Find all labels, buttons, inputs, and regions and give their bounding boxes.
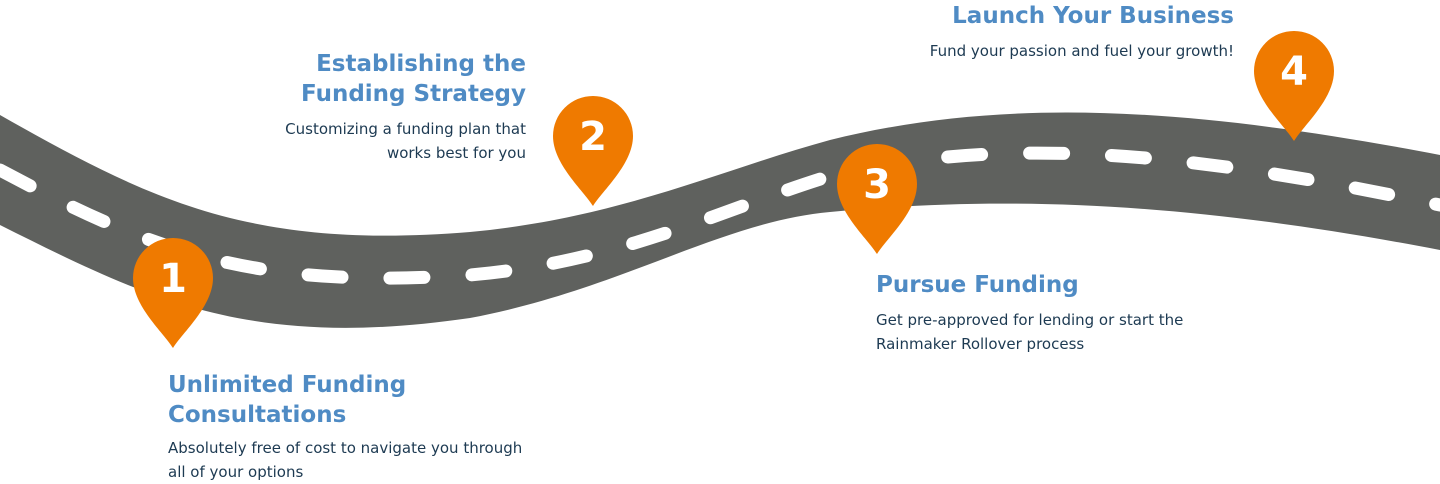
pin-1-number: 1 [159,256,187,302]
pin-2-number: 2 [579,114,607,160]
map-pin-icon [837,144,917,254]
map-pin-icon [133,238,213,348]
step-2-title: Establishing the Funding Strategy [301,51,526,107]
step-4-description: Fund your passion and fuel your growth! [929,42,1234,60]
step-3-description: Get pre-approved for lending or start th… [876,311,1184,353]
pin-1: 1 [133,238,213,348]
road-center-line [0,146,1440,285]
pin-4: 4 [1254,31,1334,141]
step-3-title: Pursue Funding [876,272,1079,298]
pin-3: 3 [837,144,917,254]
map-pin-icon [553,96,633,206]
step-1-title: Unlimited Funding Consultations [168,372,407,428]
step-2-description: Customizing a funding plan that works be… [285,120,526,162]
pin-2: 2 [553,96,633,206]
pin-3-number: 3 [863,162,891,208]
step-2: Establishing the Funding Strategy Custom… [186,49,526,165]
step-3: Pursue Funding Get pre-approved for lend… [876,270,1296,356]
step-1: Unlimited Funding Consultations Absolute… [168,370,588,484]
map-pin-icon [1254,31,1334,141]
pin-4-number: 4 [1280,49,1308,95]
step-4: Launch Your Business Fund your passion a… [834,1,1234,63]
step-1-description: Absolutely free of cost to navigate you … [168,439,523,481]
step-4-title: Launch Your Business [952,3,1234,29]
